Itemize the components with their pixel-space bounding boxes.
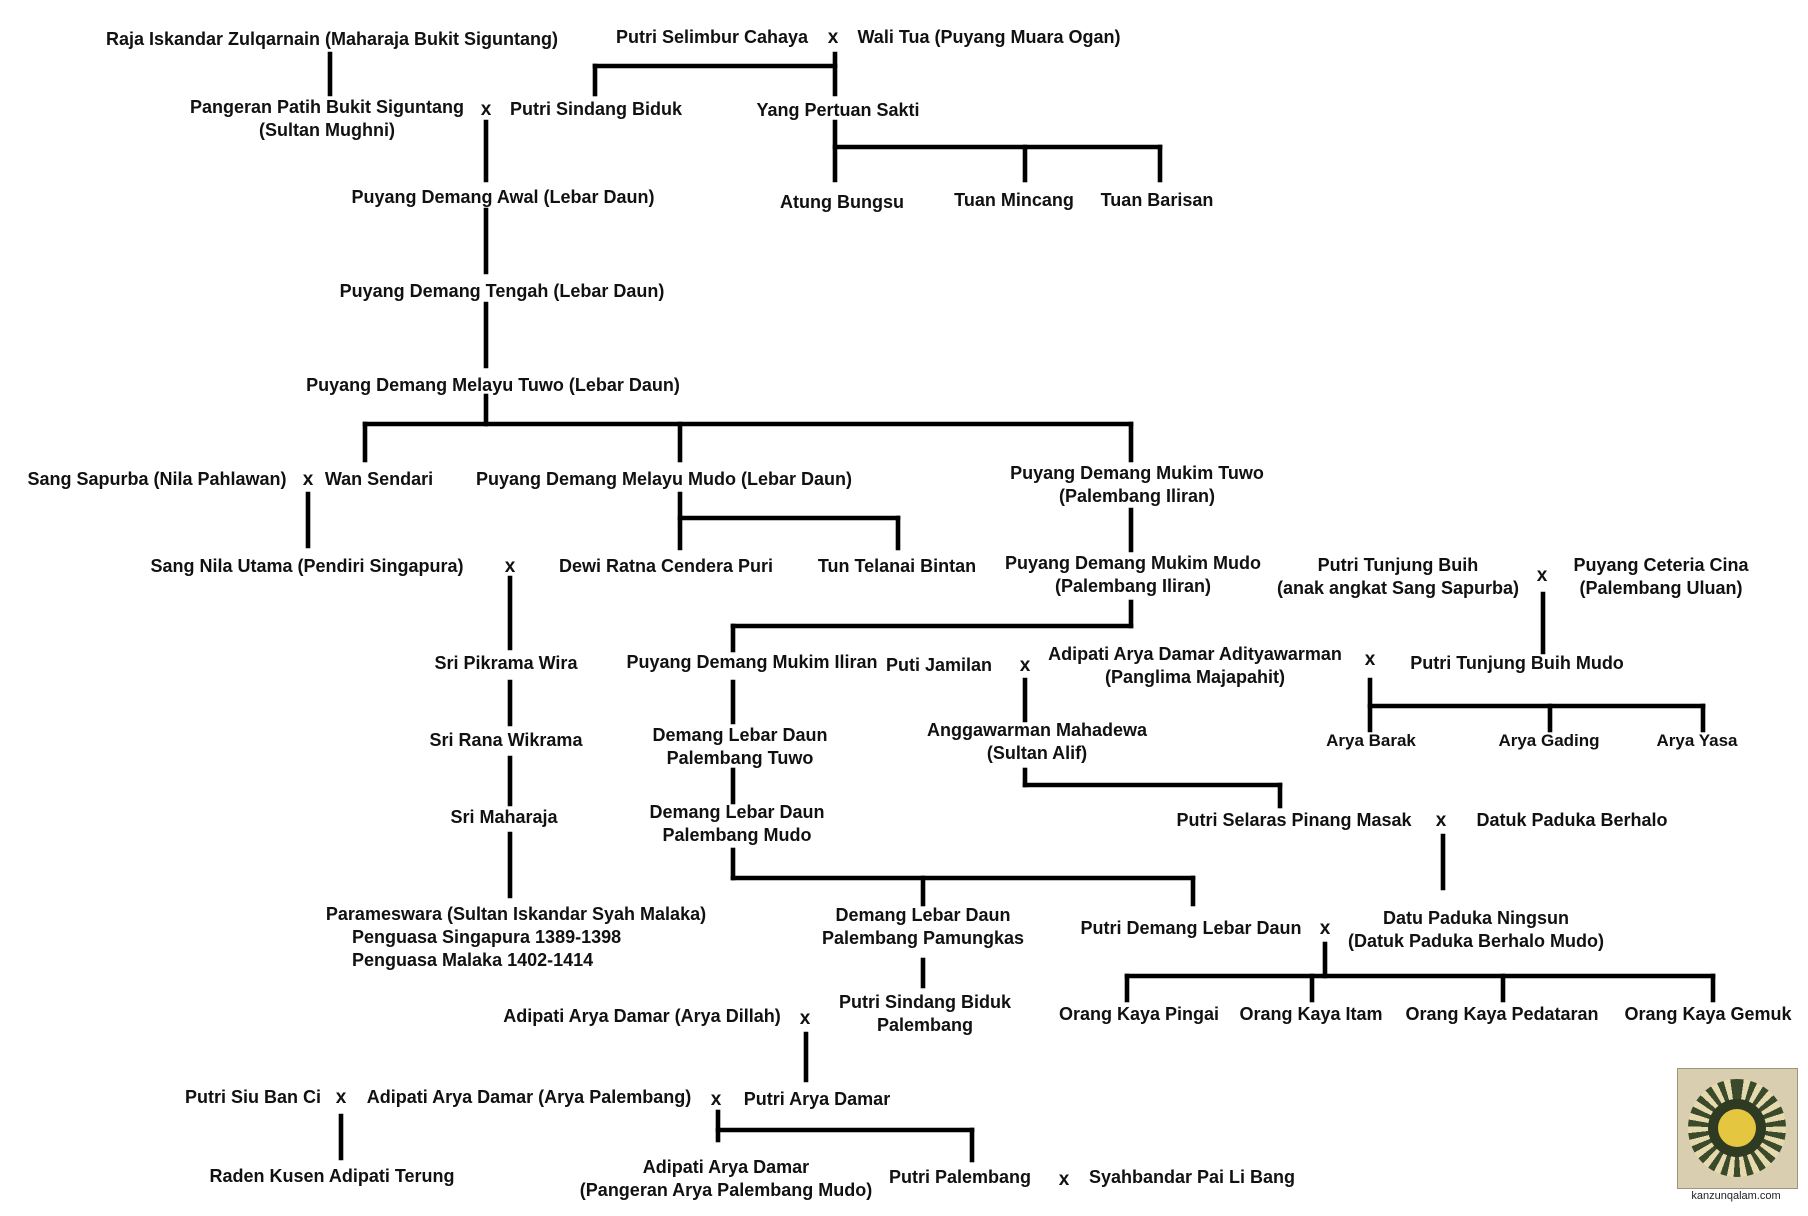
person-anggawarman: Anggawarman Mahadewa (Sultan Alif) bbox=[926, 720, 1148, 763]
marriage-symbol: x bbox=[504, 556, 516, 577]
person-arya-gading: Arya Gading bbox=[1498, 731, 1600, 750]
person-lebar-daun-pamungkas: Demang Lebar Daun Palembang Pamungkas bbox=[821, 905, 1025, 948]
person-orang-kaya-pedataran: Orang Kaya Pedataran bbox=[1405, 1004, 1599, 1024]
marriage-symbol: x bbox=[1364, 649, 1376, 670]
person-lebar-daun-tuwo: Demang Lebar Daun Palembang Tuwo bbox=[652, 725, 828, 768]
marriage-symbol: x bbox=[1536, 565, 1548, 586]
person-demang-melayu-tuwo: Puyang Demang Melayu Tuwo (Lebar Daun) bbox=[306, 375, 680, 395]
person-sri-rana-wikrama: Sri Rana Wikrama bbox=[429, 730, 583, 750]
person-arya-yasa: Arya Yasa bbox=[1656, 731, 1738, 750]
marriage-symbol: x bbox=[1319, 918, 1331, 939]
person-orang-kaya-gemuk: Orang Kaya Gemuk bbox=[1624, 1004, 1792, 1024]
person-syahbandar: Syahbandar Pai Li Bang bbox=[1088, 1167, 1296, 1187]
person-lebar-daun-mudo: Demang Lebar Daun Palembang Mudo bbox=[649, 802, 825, 845]
logo-sun-icon bbox=[1718, 1109, 1756, 1147]
person-mukim-mudo: Puyang Demang Mukim Mudo (Palembang Ilir… bbox=[1004, 553, 1262, 596]
person-tun-telanai: Tun Telanai Bintan bbox=[817, 556, 977, 576]
marriage-symbol: x bbox=[827, 27, 839, 48]
person-putri-palembang: Putri Palembang bbox=[888, 1167, 1032, 1187]
person-parameswara: Parameswara (Sultan Iskandar Syah Malaka… bbox=[325, 904, 707, 924]
marriage-symbol: x bbox=[1058, 1169, 1070, 1190]
person-arya-palembang: Adipati Arya Damar (Arya Palembang) bbox=[366, 1087, 692, 1107]
person-puti-jamilan: Puti Jamilan bbox=[885, 655, 993, 675]
person-demang-awal: Puyang Demang Awal (Lebar Daun) bbox=[351, 187, 655, 207]
marriage-symbol: x bbox=[799, 1008, 811, 1029]
marriage-symbol: x bbox=[335, 1087, 347, 1108]
person-putri-selaras: Putri Selaras Pinang Masak bbox=[1176, 810, 1412, 830]
watermark-url: kanzunqalam.com bbox=[1691, 1190, 1781, 1202]
person-yang-pertuan-sakti: Yang Pertuan Sakti bbox=[756, 100, 920, 120]
person-sang-sapurba: Sang Sapurba (Nila Pahlawan) bbox=[27, 469, 287, 489]
person-arya-barak: Arya Barak bbox=[1326, 731, 1416, 750]
person-putri-selimbur-cahaya: Putri Selimbur Cahaya bbox=[615, 27, 809, 47]
person-datuk-paduka-berhalo: Datuk Paduka Berhalo bbox=[1476, 810, 1668, 830]
person-parameswara-reign: Penguasa Singapura 1389-1398 Penguasa Ma… bbox=[352, 927, 622, 970]
person-sri-maharaja: Sri Maharaja bbox=[450, 807, 558, 827]
person-datu-paduka-ningsun: Datu Paduka Ningsun (Datuk Paduka Berhal… bbox=[1347, 908, 1605, 951]
person-orang-kaya-itam: Orang Kaya Itam bbox=[1239, 1004, 1383, 1024]
person-arya-palembang-mudo: Adipati Arya Damar (Pangeran Arya Palemb… bbox=[579, 1157, 873, 1200]
person-demang-tengah: Puyang Demang Tengah (Lebar Daun) bbox=[339, 281, 665, 301]
person-pangeran-patih: Pangeran Patih Bukit Siguntang (Sultan M… bbox=[189, 97, 465, 140]
person-raden-kusen: Raden Kusen Adipati Terung bbox=[209, 1166, 455, 1186]
person-tuan-barisan: Tuan Barisan bbox=[1100, 190, 1214, 210]
person-dewi-ratna: Dewi Ratna Cendera Puri bbox=[558, 556, 774, 576]
person-raja-iskandar: Raja Iskandar Zulqarnain (Maharaja Bukit… bbox=[105, 29, 559, 49]
person-putri-sindang-biduk: Putri Sindang Biduk bbox=[509, 99, 683, 119]
person-wali-tua: Wali Tua (Puyang Muara Ogan) bbox=[857, 27, 1121, 47]
person-demang-melayu-mudo: Puyang Demang Melayu Mudo (Lebar Daun) bbox=[475, 469, 853, 489]
person-arya-dillah: Adipati Arya Damar (Arya Dillah) bbox=[503, 1006, 781, 1026]
marriage-symbol: x bbox=[302, 469, 314, 490]
person-wan-sendari: Wan Sendari bbox=[324, 469, 434, 489]
person-adityawarman: Adipati Arya Damar Adityawarman (Panglim… bbox=[1048, 644, 1342, 687]
person-sang-nila-utama: Sang Nila Utama (Pendiri Singapura) bbox=[150, 556, 464, 576]
marriage-symbol: x bbox=[710, 1089, 722, 1110]
person-orang-kaya-pingai: Orang Kaya Pingai bbox=[1058, 1004, 1220, 1024]
person-mukim-iliran: Puyang Demang Mukim Iliran bbox=[626, 652, 878, 672]
marriage-symbol: x bbox=[480, 99, 492, 120]
person-putri-arya-damar: Putri Arya Damar bbox=[743, 1089, 891, 1109]
person-putri-tunjung-buih: Putri Tunjung Buih (anak angkat Sang Sap… bbox=[1276, 555, 1520, 598]
marriage-symbol: x bbox=[1435, 810, 1447, 831]
marriage-symbol: x bbox=[1019, 655, 1031, 676]
person-tuan-mincang: Tuan Mincang bbox=[954, 190, 1074, 210]
person-putri-demang-lebar-daun: Putri Demang Lebar Daun bbox=[1080, 918, 1302, 938]
person-sri-pikrama-wira: Sri Pikrama Wira bbox=[434, 653, 578, 673]
person-tunjung-buih-mudo: Putri Tunjung Buih Mudo bbox=[1410, 653, 1624, 673]
person-putri-sindang-biduk-palembang: Putri Sindang Biduk Palembang bbox=[838, 992, 1012, 1035]
person-puyang-ceteria-cina: Puyang Ceteria Cina (Palembang Uluan) bbox=[1573, 555, 1749, 598]
person-mukim-tuwo: Puyang Demang Mukim Tuwo (Palembang Ilir… bbox=[1010, 463, 1264, 506]
person-putri-siu-ban-ci: Putri Siu Ban Ci bbox=[184, 1087, 322, 1107]
logo-emblem bbox=[1677, 1068, 1798, 1189]
person-atung-bungsu: Atung Bungsu bbox=[780, 192, 904, 212]
